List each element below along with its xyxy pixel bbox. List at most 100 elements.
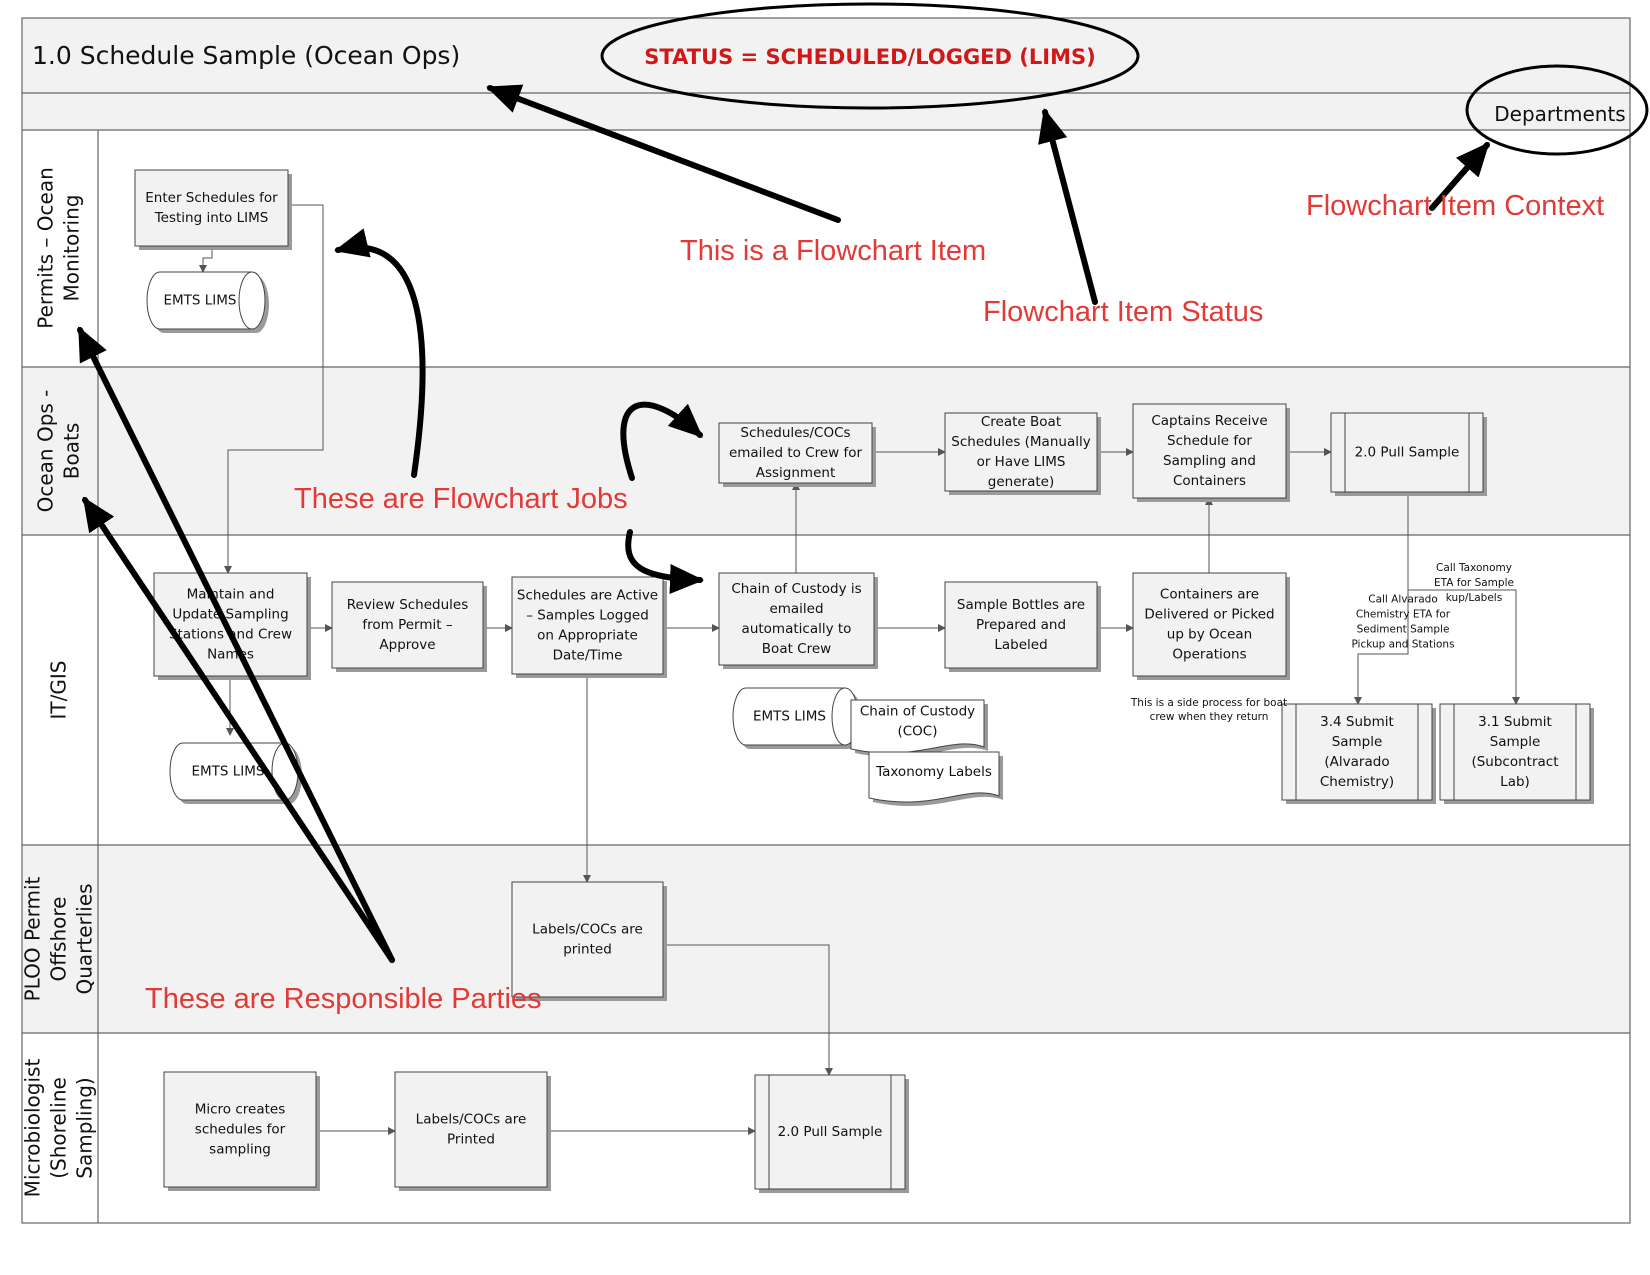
arrow-to-coc-emailed	[625, 529, 704, 594]
node-enter-schedules-line: Testing into LIMS	[154, 210, 269, 226]
node-schedules-cocs-emailed-line: emailed to Crew for	[729, 445, 863, 461]
node-submit-alvarado-line: 3.4 Submit	[1320, 714, 1394, 730]
node-containers-delivered-line: Operations	[1172, 647, 1246, 663]
node-pull-sample-micro-line: 2.0 Pull Sample	[778, 1124, 883, 1140]
node-micro-creates-line: schedules for	[195, 1122, 286, 1138]
node-review-schedules-line: Approve	[379, 637, 435, 653]
lane-label-itgis: IT/GIS	[47, 661, 71, 720]
node-schedules-cocs-emailed-line: Assignment	[756, 465, 835, 481]
node-emts-lims-permits: EMTS LIMS	[146, 271, 270, 333]
node-sample-bottles-line: Sample Bottles are	[957, 597, 1085, 613]
node-submit-subcontract-line: (Subcontract	[1471, 754, 1558, 770]
node-create-boat-schedules-line: generate)	[988, 474, 1054, 490]
node-containers-delivered-line: Delivered or Picked	[1144, 607, 1274, 623]
lane-label-line: Monitoring	[60, 195, 84, 302]
node-create-boat-schedules-line: Schedules (Manually	[951, 434, 1090, 450]
lane-label-line: Permits – Ocean	[34, 167, 58, 329]
connector-enter-to-maintain	[224, 204, 324, 574]
node-review-schedules-line: from Permit –	[362, 617, 452, 633]
node-create-boat-schedules-line: Create Boat	[981, 414, 1061, 430]
node-submit-subcontract-line: Lab)	[1500, 774, 1530, 790]
lane-label-boats: Ocean Ops -Boats	[34, 390, 84, 513]
note-call-taxonomy-note-line: ETA for Sample	[1434, 577, 1514, 589]
page-title: 1.0 Schedule Sample (Ocean Ops)	[32, 41, 460, 70]
annotation-flowchart-item: This is a Flowchart Item	[680, 235, 986, 267]
note-call-taxonomy-note-line: Call Taxonomy	[1436, 562, 1512, 574]
annotation-item-status: Flowchart Item Status	[983, 296, 1263, 328]
node-box	[511, 881, 664, 998]
node-create-boat-schedules-line: or Have LIMS	[977, 454, 1066, 470]
node-emts-lims-itgis: EMTS LIMS	[169, 742, 303, 804]
node-enter-schedules-line: Enter Schedules for	[145, 190, 278, 206]
node-taxonomy-labels: Taxonomy Labels	[868, 751, 1003, 807]
annotation-responsible-parties: These are Responsible Parties	[145, 983, 542, 1015]
node-review-schedules: Review Schedules from Permit – Approve	[331, 581, 487, 672]
node-maintain-update-line: Maintain and	[187, 587, 275, 603]
node-maintain-update-line: Update Sampling	[172, 607, 288, 623]
node-labels-cocs-printed-micro-line: Labels/COCs are	[416, 1112, 527, 1128]
node-box	[1281, 703, 1433, 801]
connector-labels-to-pull	[663, 944, 833, 1076]
node-captains-receive-line: Containers	[1173, 473, 1246, 489]
node-review-schedules-line: Review Schedules	[347, 597, 469, 613]
annotation-arrows	[77, 84, 1490, 963]
arrow-to-enter-schedules	[334, 228, 426, 478]
node-schedules-active-line: Schedules are Active	[517, 588, 658, 604]
node-box	[944, 581, 1098, 669]
node-chain-of-custody-emailed-line: emailed	[769, 601, 823, 617]
node-submit-subcontract-line: Sample	[1490, 734, 1541, 750]
lane-label-line: IT/GIS	[47, 661, 71, 720]
arrow-to-permits-lane	[77, 326, 395, 963]
node-box	[511, 576, 664, 675]
arrow-to-departments	[1429, 141, 1490, 211]
node-captains-receive-line: Sampling and	[1163, 453, 1256, 469]
node-submit-alvarado-line: (Alvarado	[1324, 754, 1389, 770]
node-edge	[238, 271, 253, 330]
arrow-to-title	[486, 84, 841, 223]
node-box	[944, 412, 1098, 492]
node-box	[1330, 412, 1484, 493]
connector-pull-to-subcontract	[1408, 589, 1520, 705]
departments-band	[22, 93, 1630, 130]
lane-label-line: Quarterlies	[73, 883, 97, 994]
node-containers-delivered-line: Containers are	[1160, 587, 1259, 603]
node-edge	[271, 742, 286, 801]
node-sample-bottles-line: Labeled	[994, 637, 1047, 653]
note-side-process-note-line: This is a side process for boat	[1130, 697, 1287, 709]
annotation-item-context: Flowchart Item Context	[1306, 190, 1604, 222]
node-box	[1439, 703, 1591, 801]
lane-label-line: Ocean Ops -	[34, 390, 58, 513]
node-labels-cocs-printed-micro-line: Printed	[447, 1132, 495, 1148]
departments-ellipse	[1465, 64, 1649, 156]
node-box	[134, 169, 289, 247]
node-chain-of-custody-doc: Chain of Custody(COC)	[850, 699, 988, 758]
node-box	[1132, 403, 1287, 499]
node-submit-alvarado-line: Sample	[1332, 734, 1383, 750]
lane-band-ploo	[22, 845, 1630, 1033]
node-pull-sample-micro: 2.0 Pull Sample	[754, 1074, 909, 1193]
node-pull-sample-boats-line: 2.0 Pull Sample	[1355, 445, 1460, 461]
node-box	[1132, 572, 1287, 677]
node-emts-lims-itgis-line: EMTS LIMS	[191, 764, 264, 780]
node-schedules-active-line: on Appropriate	[537, 628, 638, 644]
connectors	[199, 204, 1520, 1135]
node-box	[394, 1071, 548, 1188]
node-schedules-active-line: Date/Time	[553, 648, 623, 664]
node-box	[850, 699, 985, 754]
